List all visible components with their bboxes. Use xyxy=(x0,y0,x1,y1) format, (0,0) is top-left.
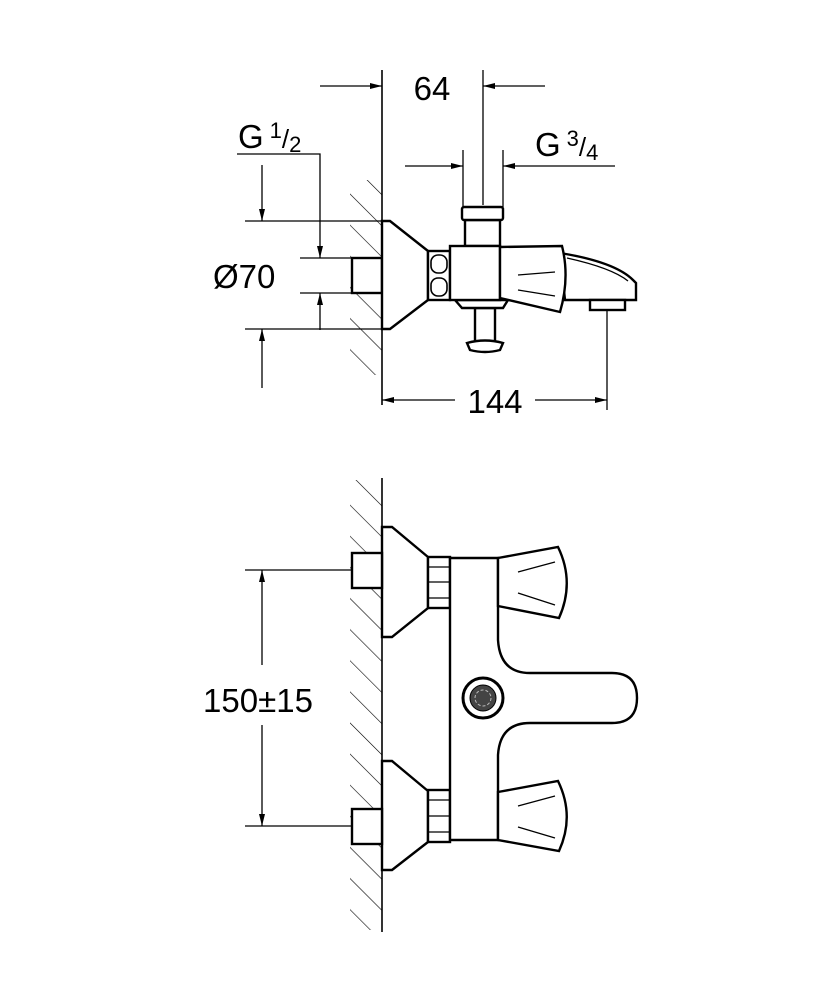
diverter-knob-front xyxy=(461,676,505,720)
centres-dimension-label: 150±15 xyxy=(203,682,313,719)
hex-nut xyxy=(426,249,452,302)
inlet-nipple-upper xyxy=(350,551,384,590)
diverter-knob xyxy=(465,306,505,354)
wall-hatch xyxy=(350,480,382,930)
inlet-nipple-lower xyxy=(350,807,384,846)
inlet-leader xyxy=(237,153,323,258)
spout-reach-label: 144 xyxy=(467,383,522,420)
hex-nut-lower xyxy=(426,788,452,844)
handle xyxy=(498,244,567,314)
shower-outlet-connector xyxy=(460,205,505,248)
mixer-body xyxy=(448,244,502,302)
dim-projection-label: 64 xyxy=(414,70,451,107)
hex-nut-upper xyxy=(426,555,452,610)
handle-upper xyxy=(496,545,568,620)
body-base xyxy=(452,298,511,310)
mixer-body-front xyxy=(448,556,639,842)
front-view: 150±15 xyxy=(203,478,639,932)
wall-flange-lower xyxy=(380,759,430,872)
flange-diameter-label: Ø70 xyxy=(213,258,275,295)
wall-flange xyxy=(380,219,430,331)
inlet-nipple xyxy=(350,256,384,295)
spout xyxy=(558,251,638,312)
wall-flange-upper xyxy=(380,525,430,639)
handle-lower xyxy=(496,779,568,853)
